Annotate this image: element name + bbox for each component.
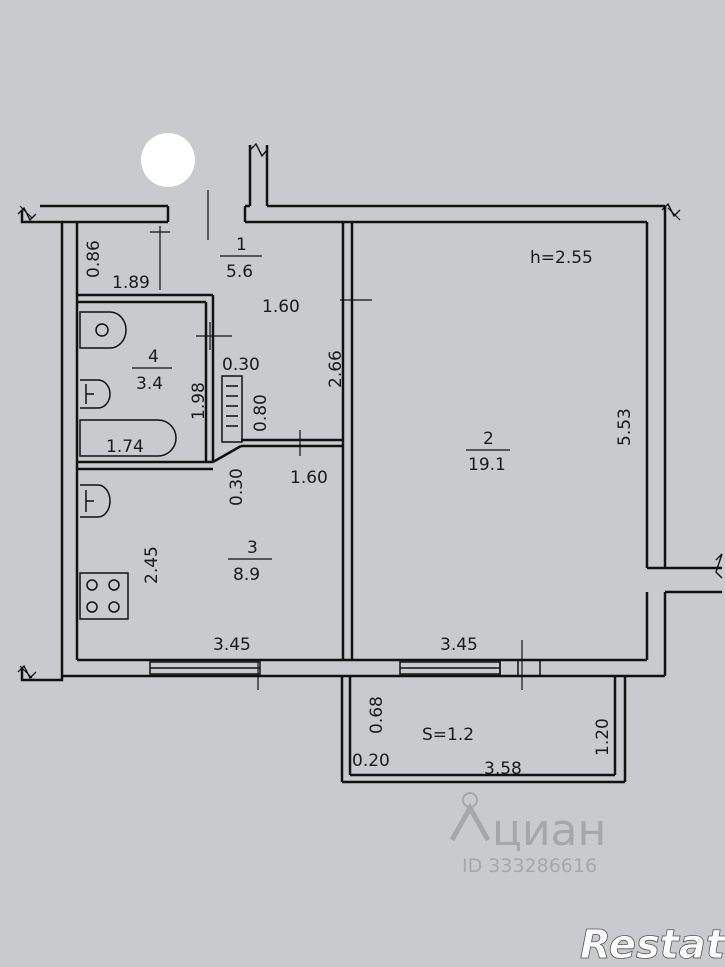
fixtures <box>79 311 177 620</box>
watermark-brand: циан <box>492 805 606 856</box>
windows <box>149 659 541 677</box>
dim-1-20: 1.20 <box>593 718 613 756</box>
dim-1-60-hall: 1.60 <box>262 297 300 317</box>
vent-shaft <box>221 375 243 443</box>
watermark: циан ID 333286616 <box>449 792 606 877</box>
dim-0-68: 0.68 <box>367 696 387 734</box>
dim-3-45-room: 3.45 <box>440 635 478 655</box>
restate-logo-text: Restate <box>580 922 725 967</box>
dim-1-89: 1.89 <box>112 273 150 293</box>
dim-2-45: 2.45 <box>142 546 162 584</box>
dim-1-98: 1.98 <box>189 382 209 420</box>
height-label: h=2.55 <box>530 248 593 268</box>
room-4-area: 3.4 <box>136 374 163 394</box>
watermark-id: ID 333286616 <box>462 855 597 877</box>
dim-0-86: 0.86 <box>84 240 104 278</box>
break-marks <box>17 142 723 680</box>
room-1-number: 1 <box>236 235 247 255</box>
dim-3-58: 3.58 <box>484 759 522 779</box>
room-3-number: 3 <box>247 538 258 558</box>
dim-0-30-mid: 0.30 <box>227 468 247 506</box>
dim-0-80: 0.80 <box>251 394 271 432</box>
room-2-area: 19.1 <box>468 455 506 475</box>
balcony-area: S=1.2 <box>422 725 474 745</box>
dim-0-20: 0.20 <box>352 751 390 771</box>
walls <box>20 145 722 784</box>
room-4-number: 4 <box>148 347 159 367</box>
room-1-area: 5.6 <box>226 262 253 282</box>
labels: h=2.55 1 5.6 2 19.1 3 8.9 4 3.4 0.86 1.8… <box>84 235 635 779</box>
dim-1-74: 1.74 <box>106 437 144 457</box>
restate-logo: Restate <box>580 922 725 967</box>
cian-logo-icon <box>449 802 491 842</box>
dim-0-30-top: 0.30 <box>222 355 260 375</box>
room-3-area: 8.9 <box>233 565 260 585</box>
dim-5-53: 5.53 <box>615 408 635 446</box>
compass-icon <box>141 133 195 187</box>
dim-2-66: 2.66 <box>326 350 346 388</box>
dim-1-60-mid: 1.60 <box>290 468 328 488</box>
room-2-number: 2 <box>483 429 494 449</box>
dim-3-45-kitchen: 3.45 <box>213 635 251 655</box>
